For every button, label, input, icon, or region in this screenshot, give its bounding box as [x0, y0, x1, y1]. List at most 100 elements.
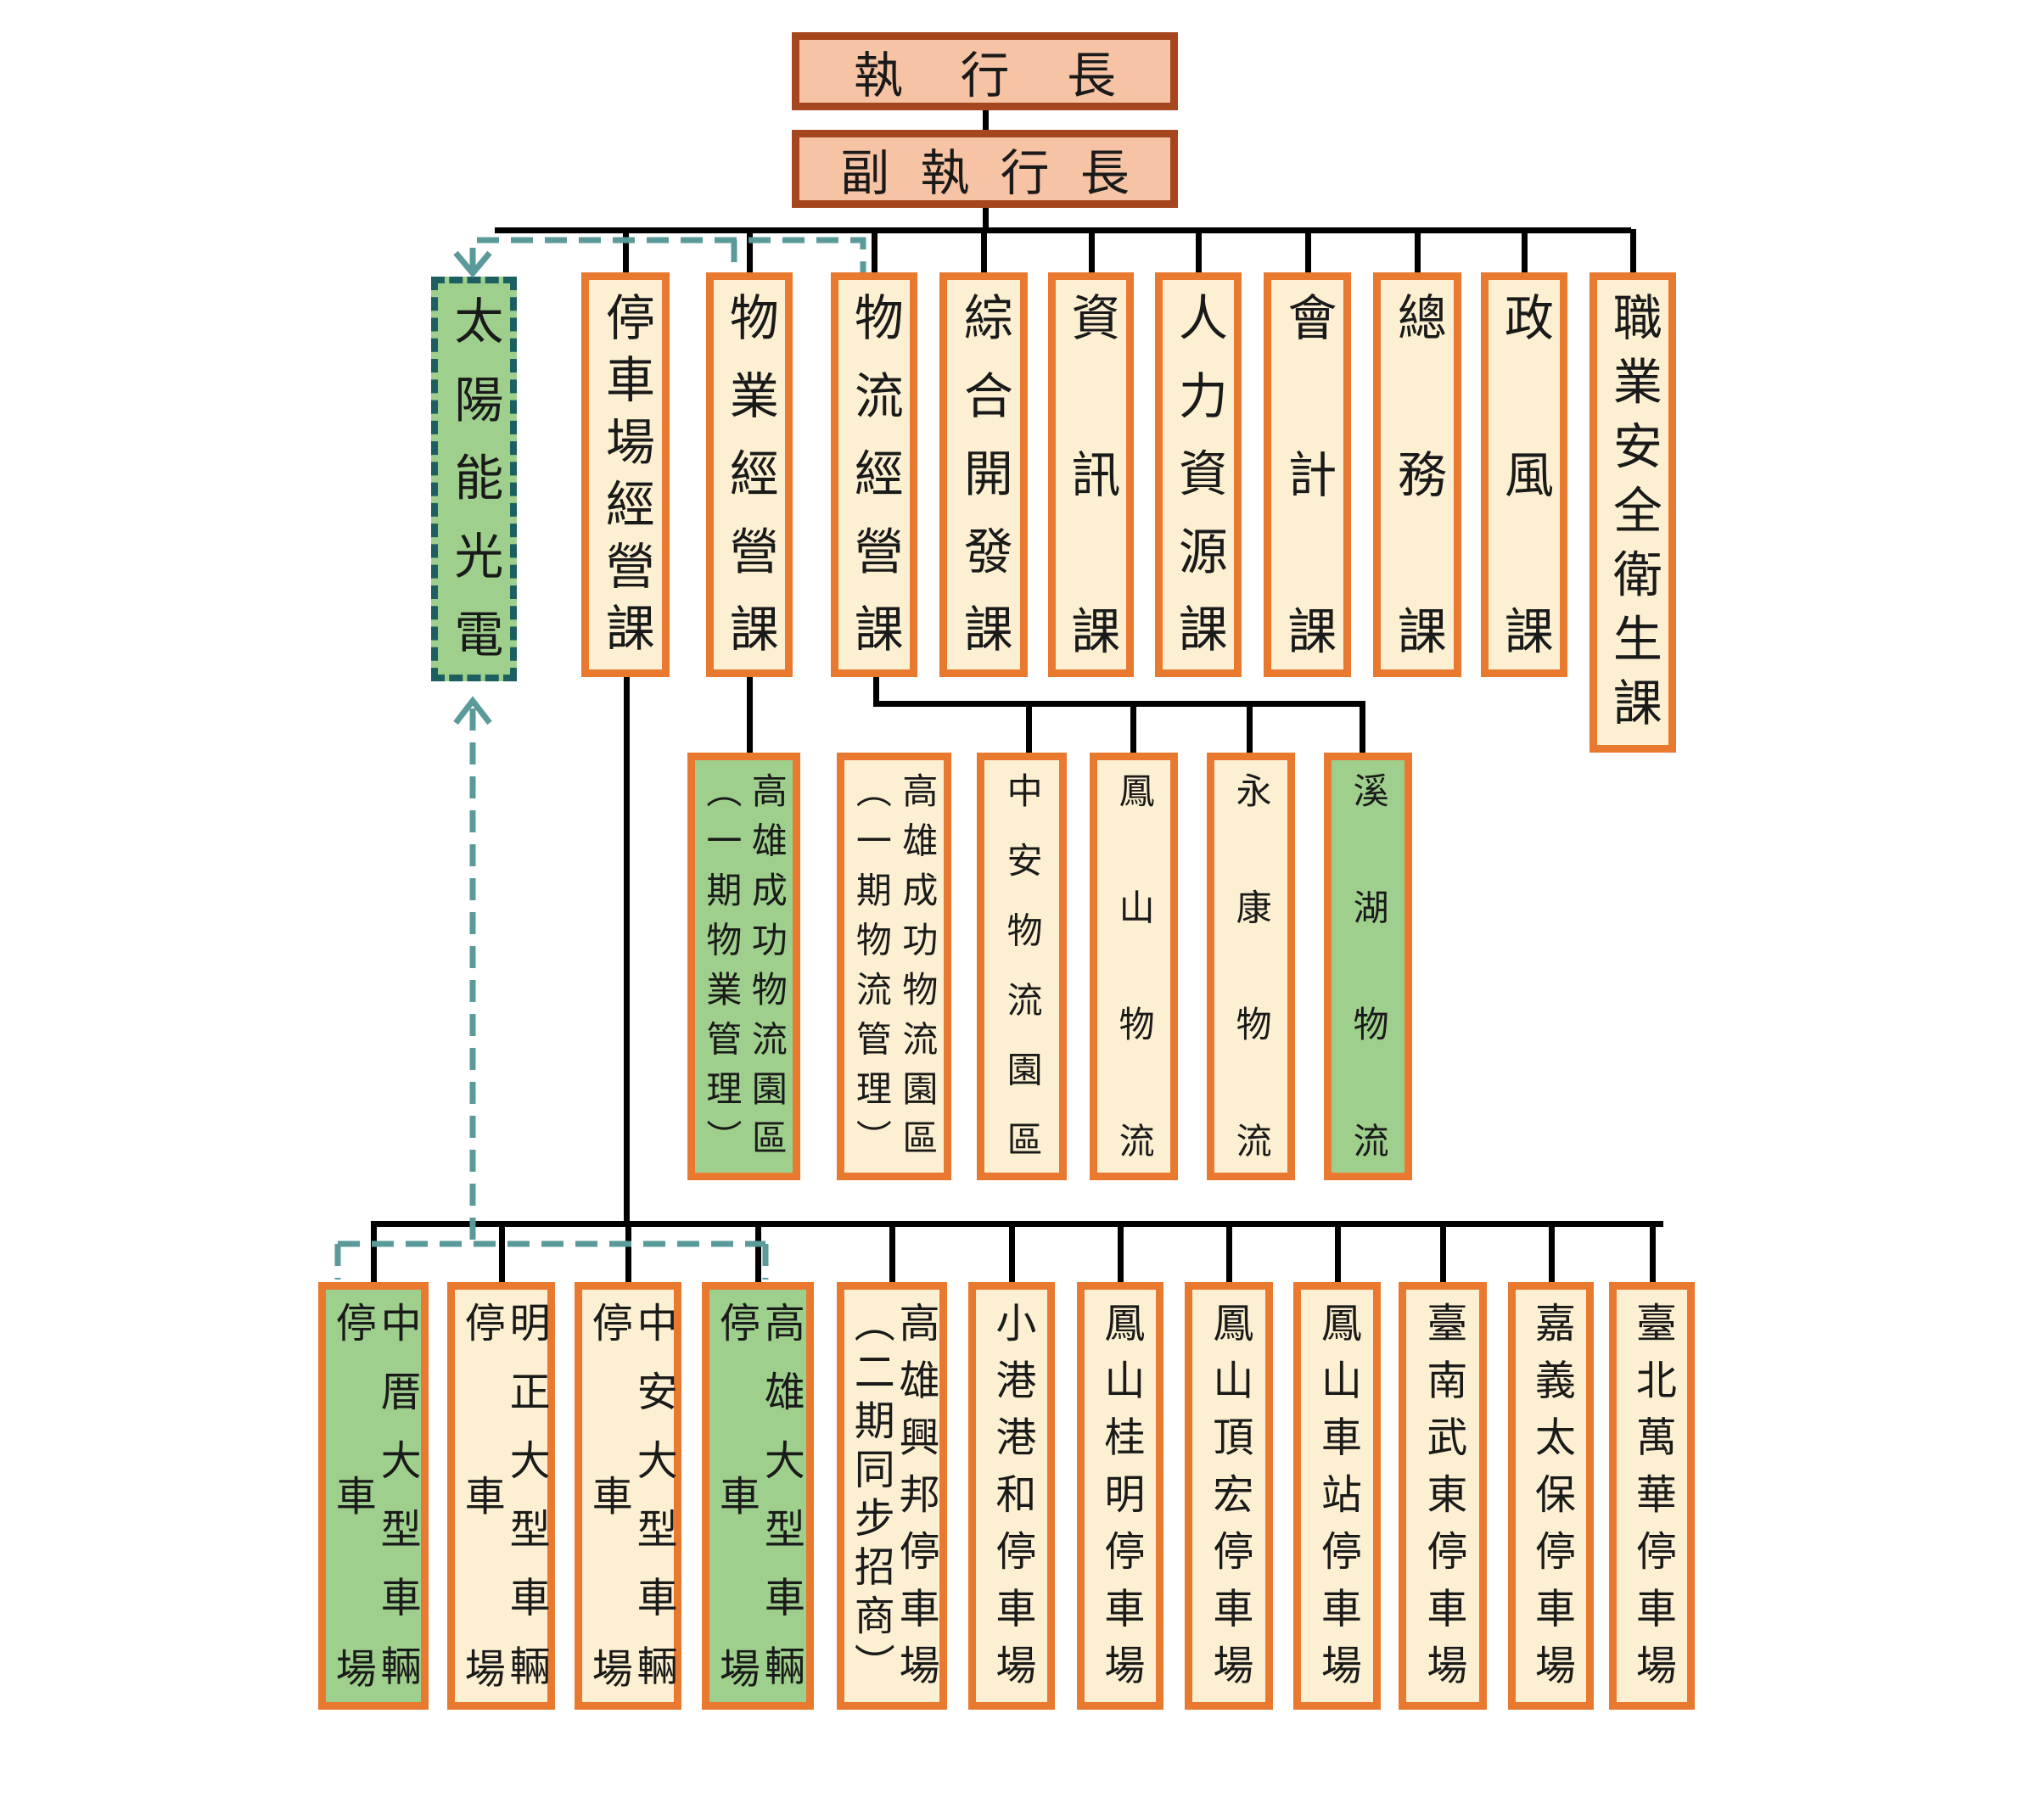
- dashed-link-top: [469, 237, 866, 272]
- box-label: 中厝大型車輛: [373, 1302, 421, 1714]
- bar-level2: [873, 701, 1365, 707]
- connector-level3: [1226, 1223, 1232, 1282]
- unit-kaohsiung-chenggong-logistics[interactable]: 高雄成功物流園區（一期物流管理）: [837, 753, 951, 1180]
- box-label: （一期物業管理）: [700, 772, 743, 1169]
- deputy-label-char: 副: [840, 144, 890, 202]
- dept-ethics[interactable]: 政風課: [1481, 272, 1567, 762]
- connector-level1: [981, 229, 987, 275]
- lot-xingbang[interactable]: 高雄興邦停車場（二期同步招商）: [837, 1282, 947, 1710]
- unit-kaohsiung-chenggong-property[interactable]: 高雄成功物流園區（一期物業管理）: [687, 753, 800, 1180]
- bar-level3: [371, 1221, 1663, 1227]
- lot-mingzheng[interactable]: 明正大型車輛停車場: [447, 1282, 555, 1820]
- box-label: 職業安全衛生課: [1604, 292, 1662, 742]
- connector-ceo-deputy: [983, 109, 989, 134]
- connector-level3: [371, 1223, 377, 1282]
- box-label: 政風課: [1495, 292, 1554, 763]
- connector-level1: [623, 229, 629, 275]
- box-label: 鳳山頂宏停車場: [1205, 1302, 1253, 1701]
- ceo-label-char: 執: [853, 47, 903, 104]
- connector-level3: [1440, 1223, 1446, 1282]
- unit-fengshan-logistics[interactable]: 鳳山物流: [1090, 753, 1178, 1239]
- box-label: 總務課: [1388, 292, 1447, 763]
- dept-logistics-mgmt[interactable]: 物流經營課: [831, 272, 917, 681]
- lot-zhongcuo[interactable]: 中厝大型車輛停車場: [318, 1282, 429, 1820]
- box-label: 物流經營課: [845, 292, 904, 681]
- connector-level1: [1415, 229, 1421, 275]
- dashed-link-bottom: [334, 708, 769, 1280]
- lot-zhongan[interactable]: 中安大型車輛停車場: [575, 1282, 681, 1820]
- deputy-box[interactable]: 副執行長: [792, 130, 1178, 208]
- box-label: 中安大型車輛: [629, 1302, 677, 1714]
- box-label: （一期物流管理）: [850, 772, 893, 1169]
- connector-parking: [624, 675, 630, 1226]
- connector-level3: [1649, 1223, 1656, 1282]
- box-label: 高雄成功物流園區: [746, 772, 788, 1169]
- dept-accounting[interactable]: 會計課: [1264, 272, 1351, 762]
- dept-general-affairs[interactable]: 總務課: [1373, 272, 1461, 762]
- unit-zhongan-logistics-park[interactable]: 中安物流園區: [977, 753, 1067, 1190]
- box-label: 停車場: [711, 1302, 760, 1820]
- unit-yongkang-logistics[interactable]: 永康物流: [1207, 753, 1295, 1239]
- connector-level1: [747, 229, 753, 275]
- lot-fengshan-dinghong[interactable]: 鳳山頂宏停車場: [1185, 1282, 1273, 1710]
- box-label: 停車場經營課: [597, 292, 655, 665]
- box-label: 鳳山桂明停車場: [1096, 1302, 1145, 1701]
- connector-level3: [1009, 1223, 1015, 1282]
- lot-kaohsiung-large[interactable]: 高雄大型車輛停車場: [702, 1282, 814, 1820]
- ceo-label-char: 行: [960, 47, 1010, 104]
- connector-level3: [1118, 1223, 1124, 1282]
- dept-hr[interactable]: 人力資源課: [1155, 272, 1242, 681]
- box-label: 太陽能光電: [446, 295, 504, 687]
- lot-fengshan-guiming[interactable]: 鳳山桂明停車場: [1077, 1282, 1163, 1710]
- dept-safety-health[interactable]: 職業安全衛生課: [1589, 272, 1676, 753]
- ceo-label-char: 長: [1067, 47, 1117, 104]
- box-label: 會計課: [1279, 292, 1337, 763]
- box-label: 停車場: [584, 1302, 632, 1820]
- lot-taipei-wanhua[interactable]: 臺北萬華停車場: [1609, 1282, 1695, 1710]
- box-label: 臺北萬華停車場: [1628, 1302, 1676, 1701]
- connector-level1: [1088, 229, 1095, 275]
- deputy-label-char: 執: [920, 144, 970, 202]
- dept-info[interactable]: 資訊課: [1048, 272, 1134, 762]
- box-label: 資訊課: [1062, 292, 1121, 763]
- lot-fengshan-station[interactable]: 鳳山車站停車場: [1293, 1282, 1381, 1710]
- unit-xihu-logistics[interactable]: 溪湖物流: [1324, 753, 1412, 1239]
- box-label: 嘉義太保停車場: [1527, 1302, 1575, 1701]
- dept-property-mgmt[interactable]: 物業經營課: [706, 272, 793, 681]
- connector-level2: [1360, 701, 1365, 753]
- box-label: 鳳山物流: [1113, 772, 1156, 1240]
- connector-level1: [872, 229, 877, 275]
- connector-level3: [498, 1223, 505, 1282]
- connector-level3: [889, 1223, 895, 1282]
- box-label: 中安物流園區: [1001, 772, 1044, 1191]
- connector-level1: [1630, 229, 1636, 275]
- connector-level3: [1548, 1223, 1555, 1282]
- ceo-box[interactable]: 執行長: [792, 32, 1178, 110]
- dept-integrated-dev[interactable]: 綜合開發課: [939, 272, 1028, 681]
- dashed-connectors: [334, 237, 866, 1280]
- box-label: 溪湖物流: [1348, 772, 1390, 1240]
- lot-tainan-wudong[interactable]: 臺南武東停車場: [1399, 1282, 1487, 1710]
- box-label: 高雄成功物流園區: [896, 772, 939, 1169]
- box-label: 高雄大型車輛: [756, 1302, 805, 1714]
- box-label: 鳳山車站停車場: [1313, 1302, 1361, 1701]
- dept-solar[interactable]: 太陽能光電: [431, 277, 517, 687]
- connector-level2: [1247, 701, 1253, 753]
- arrow-up-icon: [453, 696, 492, 725]
- connector-level3: [625, 1223, 631, 1282]
- box-label: 停車場: [457, 1302, 505, 1820]
- connector-level1: [1522, 229, 1528, 275]
- deputy-label-char: 長: [1079, 144, 1130, 202]
- box-label: 高雄興邦停車場: [891, 1302, 939, 1701]
- connector-deputy-bar: [983, 206, 989, 232]
- lot-xiaogang[interactable]: 小港港和停車場: [968, 1282, 1055, 1710]
- dept-parking-mgmt[interactable]: 停車場經營課: [581, 272, 670, 677]
- deputy-label-char: 行: [1000, 144, 1050, 202]
- box-label: 小港港和停車場: [988, 1302, 1036, 1701]
- box-label: 臺南武東停車場: [1419, 1302, 1467, 1701]
- connector-logistics: [873, 675, 879, 703]
- box-label: 綜合開發課: [955, 292, 1013, 681]
- box-label: 永康物流: [1231, 772, 1273, 1240]
- lot-chiayi-taibao[interactable]: 嘉義太保停車場: [1508, 1282, 1594, 1710]
- arrow-down-icon: [453, 250, 492, 278]
